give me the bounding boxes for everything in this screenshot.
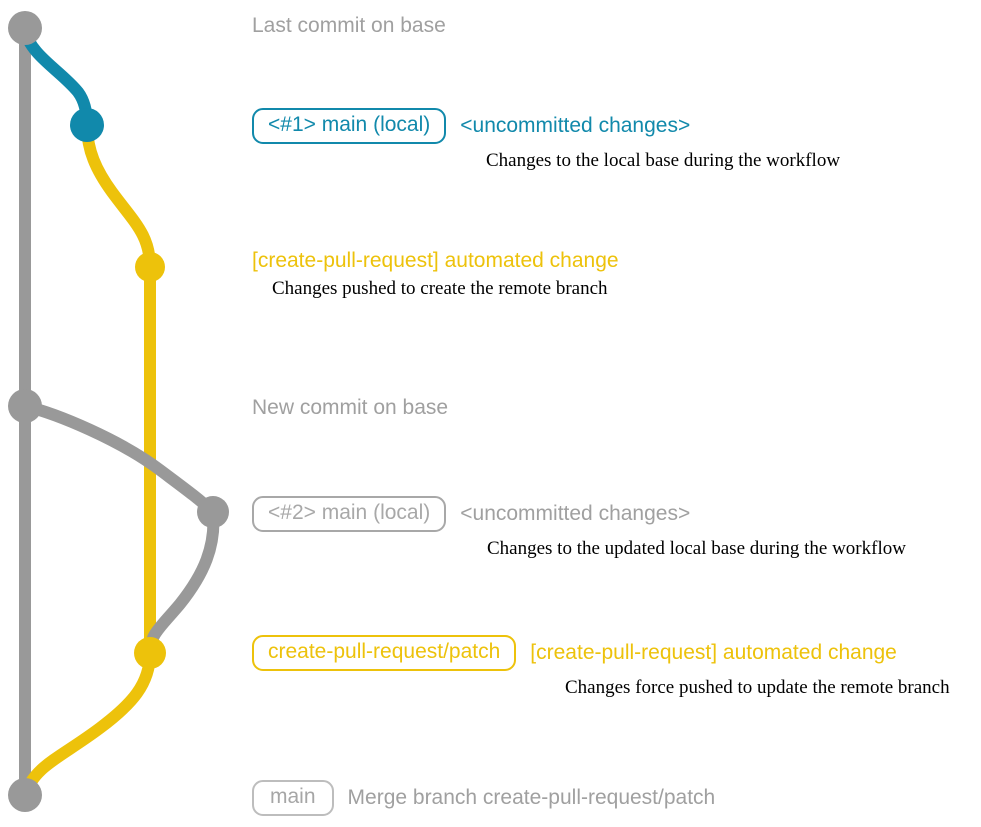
row-automated-change-2-line: create-pull-request/patch [create-pull-r…	[252, 635, 950, 672]
git-graph-svg	[8, 11, 229, 812]
commit-subject-uncommitted-2: <uncommitted changes>	[460, 502, 691, 525]
commit-note-automated-change-1: Changes pushed to create the remote bran…	[272, 278, 608, 300]
commit-note-local-changes-1: Changes to the local base during the wor…	[486, 150, 841, 172]
branch-badge-create-pull-request-patch[interactable]: create-pull-request/patch	[252, 635, 517, 672]
row-automated-change-1-line: [create-pull-request] automated change	[252, 249, 619, 272]
row-new-commit-on-base: New commit on base	[252, 396, 448, 420]
edge-local-2-to-patch-2	[144, 506, 220, 659]
commit-subject-base-new: New commit on base	[252, 396, 449, 419]
row-merge-commit-line: main Merge branch create-pull-request/pa…	[252, 780, 716, 817]
commit-node-patch-2[interactable]	[134, 637, 166, 669]
commit-note-local-changes-2: Changes to the updated local base during…	[487, 538, 906, 560]
commit-subject-automated-2: [create-pull-request] automated change	[530, 641, 897, 664]
commit-node-local-1[interactable]	[70, 108, 104, 142]
commit-note-automated-change-2: Changes force pushed to update the remot…	[565, 677, 950, 699]
row-local-changes-1: <#1> main (local) <uncommitted changes> …	[252, 108, 840, 172]
edge-base-to-local-1	[19, 24, 93, 131]
commit-subject-base-last: Last commit on base	[252, 14, 446, 37]
row-local-changes-2-line: <#2> main (local) <uncommitted changes>	[252, 496, 906, 533]
commit-node-base-new[interactable]	[8, 389, 42, 423]
commit-subject-uncommitted-1: <uncommitted changes>	[460, 114, 691, 137]
edge-base-to-local-2	[19, 400, 219, 518]
branch-badge-main-local-2[interactable]: <#2> main (local)	[252, 496, 447, 533]
commit-subject-automated-1: [create-pull-request] automated change	[252, 249, 619, 272]
branch-badge-main[interactable]: main	[252, 780, 334, 817]
row-local-changes-1-line: <#1> main (local) <uncommitted changes>	[252, 108, 840, 145]
row-automated-change-1: [create-pull-request] automated change C…	[252, 249, 619, 300]
commit-subject-merge: Merge branch create-pull-request/patch	[347, 786, 716, 809]
edge-local-1-to-patch-1	[81, 119, 156, 273]
commit-node-patch-1[interactable]	[135, 252, 165, 282]
commit-node-base-last[interactable]	[8, 11, 42, 45]
commit-node-merge[interactable]	[8, 778, 42, 812]
row-merge-commit: main Merge branch create-pull-request/pa…	[252, 780, 716, 817]
commit-node-local-2[interactable]	[197, 496, 229, 528]
row-last-commit-on-base: Last commit on base	[252, 14, 446, 38]
branch-badge-main-local-1[interactable]: <#1> main (local)	[252, 108, 447, 145]
row-local-changes-2: <#2> main (local) <uncommitted changes> …	[252, 496, 906, 560]
edge-patch-2-to-merge	[19, 647, 156, 801]
row-automated-change-2: create-pull-request/patch [create-pull-r…	[252, 635, 950, 699]
